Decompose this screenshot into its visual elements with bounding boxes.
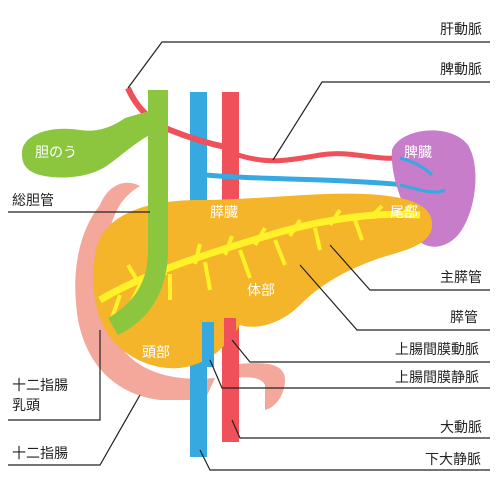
leader-lines (8, 41, 490, 471)
label-papilla-line1: 十二指腸 (12, 378, 68, 394)
label-hepatic-artery: 肝動脈 (440, 22, 482, 38)
label-splenic-artery: 脾動脈 (440, 62, 482, 78)
label-pancreatic-duct: 膵管 (450, 310, 478, 326)
pancreas (93, 193, 433, 369)
label-ivc: 下大静脈 (425, 452, 481, 468)
superior-mesenteric-vein (202, 322, 214, 367)
label-papilla: 十二指腸 乳頭 (12, 378, 72, 414)
head-label: 頭部 (142, 345, 170, 361)
splenic-artery (237, 151, 401, 164)
label-aorta: 大動脈 (440, 420, 482, 436)
label-smv: 上腸間膜静脈 (395, 370, 479, 386)
label-duodenum: 十二指腸 (12, 446, 68, 462)
splenic-vein (205, 172, 406, 188)
body-label: 体部 (247, 283, 275, 299)
common-bile-duct (108, 90, 168, 335)
spleen-hilum-vessels (399, 156, 446, 194)
label-common-bile-duct: 総胆管 (12, 193, 54, 209)
gallbladder-label: 胆のう (35, 145, 77, 161)
tail-label: 尾部 (390, 205, 418, 221)
label-main-pancreatic-duct: 主膵管 (440, 270, 482, 286)
label-papilla-line2: 乳頭 (12, 398, 40, 414)
pancreas-label: 膵臓 (210, 205, 238, 221)
superior-mesenteric-artery (224, 318, 236, 370)
hepatic-artery (125, 86, 231, 151)
duodenum-lower (230, 363, 285, 410)
duodenum (75, 182, 215, 400)
spleen-label: 脾臓 (404, 145, 432, 161)
gallbladder (21, 108, 161, 178)
label-sma: 上腸間膜動脈 (395, 342, 479, 358)
